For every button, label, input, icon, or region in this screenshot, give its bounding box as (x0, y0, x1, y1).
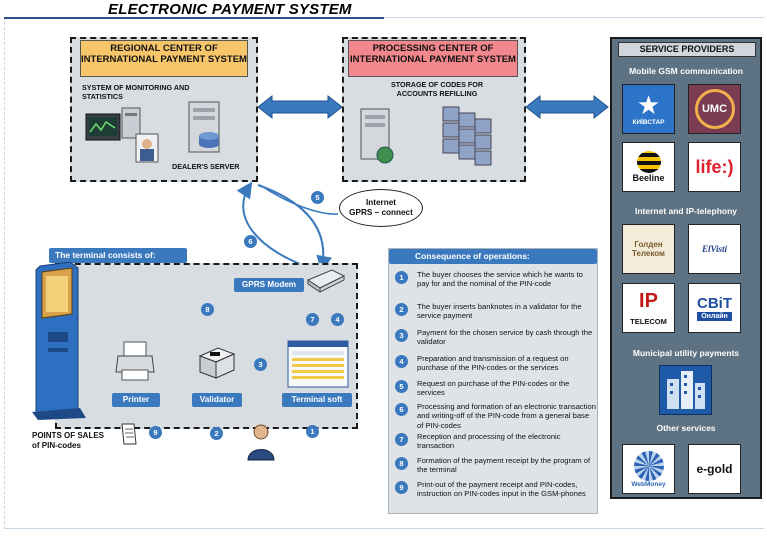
title-underline (4, 17, 384, 19)
golden-telecom-logo: Голден Телеком (622, 224, 675, 274)
left-border (4, 17, 5, 529)
umc-text: UMC (694, 89, 735, 129)
svit-online-logo: СВiТ Онлайн (688, 283, 741, 333)
processing-servers-icon (360, 106, 492, 166)
marker-4: 4 (331, 313, 344, 326)
pos-line1: POINTS OF SALES (32, 431, 105, 440)
step-number: 2 (395, 303, 408, 316)
beeline-text: Beeline (632, 173, 665, 183)
step-text: The buyer chooses the service which he w… (417, 270, 583, 289)
kyivstar-logo: ★ КИЇВСТАР (622, 84, 675, 134)
dealer-server-icon (188, 101, 220, 153)
page-frame (4, 17, 764, 529)
regional-center-header: REGIONAL CENTER OF INTERNATIONAL PAYMENT… (80, 40, 248, 77)
step-text: Payment for the chosen service by cash t… (417, 328, 593, 347)
points-of-sales-label: POINTS OF SALES of PIN-codes (32, 431, 132, 451)
step-number: 1 (395, 271, 408, 284)
marker-2: 2 (210, 427, 223, 440)
internet-link (259, 184, 339, 215)
center-link-arrow (257, 94, 343, 120)
flow-arrow-6 (236, 181, 317, 271)
svit-text-1: СВiТ (697, 295, 732, 312)
monitoring-label: SYSTEM OF MONITORING AND STATISTICS (82, 83, 190, 101)
kiosk-terminal-icon (32, 262, 86, 420)
section-municipal: Municipal utility payments (632, 348, 740, 358)
step-number: 7 (395, 433, 408, 446)
umc-logo: UMC (688, 84, 741, 134)
marker-9: 9 (149, 426, 162, 439)
step-number: 3 (395, 329, 408, 342)
step-text: Print-out of the payment receipt and PIN… (417, 480, 586, 499)
elvisti-logo: ElVisti (688, 224, 741, 274)
terminal-soft-label: Terminal soft (282, 393, 352, 407)
buildings-icon (659, 365, 712, 415)
gprs-modem-icon (306, 269, 346, 293)
storage-label: STORAGE OF CODES FOR ACCOUNTS REFILLING (390, 80, 484, 98)
marker-7: 7 (306, 313, 319, 326)
monitoring-workstation-icon (85, 107, 159, 163)
receipt-icon (121, 423, 137, 445)
dealer-server-label: DEALER'S SERVER (172, 162, 240, 171)
step-text: Reception and processing of the electron… (417, 432, 561, 451)
step-text: Formation of the payment receipt by the … (417, 456, 591, 475)
egold-logo: e-gold (688, 444, 741, 494)
golden-text-2: Телеком (632, 249, 665, 258)
kyivstar-text: КИЇВСТАР (632, 118, 665, 126)
terminal-soft-window-icon (287, 340, 349, 388)
cloud-line1: Internet (365, 198, 397, 207)
ip-text-2: TELECOM (630, 317, 667, 326)
validator-label: Validator (192, 393, 242, 407)
marker-8: 8 (201, 303, 214, 316)
ip-text-1: IP (639, 290, 658, 312)
webmoney-logo: WebMoney (622, 444, 675, 494)
flow-arrow-5 (257, 184, 333, 272)
marker-1: 1 (306, 425, 319, 438)
gprs-modem-label: GPRS Modem (234, 278, 304, 292)
webmoney-text: WebMoney (631, 480, 666, 488)
section-internet: Internet and IP-telephony (634, 206, 737, 216)
step-number: 9 (395, 481, 408, 494)
marker-6: 6 (244, 235, 257, 248)
service-providers-panel: SERVICE PROVIDERS Mobile GSM communicati… (610, 37, 762, 499)
life-logo: life:) (688, 142, 741, 192)
buyer-person-icon (247, 424, 275, 461)
step-text: Processing and formation of an electroni… (417, 402, 596, 430)
svit-text-2: Онлайн (697, 312, 732, 321)
page-title: ELECTRONIC PAYMENT SYSTEM (108, 1, 352, 18)
step-number: 8 (395, 457, 408, 470)
step-text: Request on purchase of the PIN-codes or … (417, 379, 570, 398)
step-number: 6 (395, 403, 408, 416)
printer-label: Printer (112, 393, 160, 407)
consequence-header: Consequence of operations: (389, 249, 597, 264)
processing-center-header: PROCESSING CENTER OF INTERNATIONAL PAYME… (348, 40, 518, 77)
consequence-panel: Consequence of operations: 1 The buyer c… (388, 248, 598, 514)
marker-3: 3 (254, 358, 267, 371)
section-mobile: Mobile GSM communication (629, 66, 743, 76)
beeline-logo: Beeline (622, 142, 675, 192)
pos-line2: of PIN-codes (32, 441, 81, 450)
step-text: Preparation and transmission of a reques… (417, 354, 569, 373)
internet-cloud: Internet GPRS – connect (339, 189, 423, 227)
cloud-line2: GPRS – connect (349, 208, 413, 217)
providers-link-arrow (525, 94, 609, 120)
printer-icon (115, 341, 155, 381)
step-text: The buyer inserts banknotes in a validat… (417, 302, 582, 321)
step-number: 5 (395, 380, 408, 393)
validator-icon (198, 347, 236, 379)
terminal-header: The terminal consists of: (49, 248, 187, 263)
ip-telecom-logo: IP TELECOM (622, 283, 675, 333)
step-number: 4 (395, 355, 408, 368)
golden-text-1: Голден (634, 240, 663, 249)
marker-5: 5 (311, 191, 324, 204)
section-other: Other services (656, 423, 716, 433)
service-providers-header: SERVICE PROVIDERS (618, 42, 756, 57)
